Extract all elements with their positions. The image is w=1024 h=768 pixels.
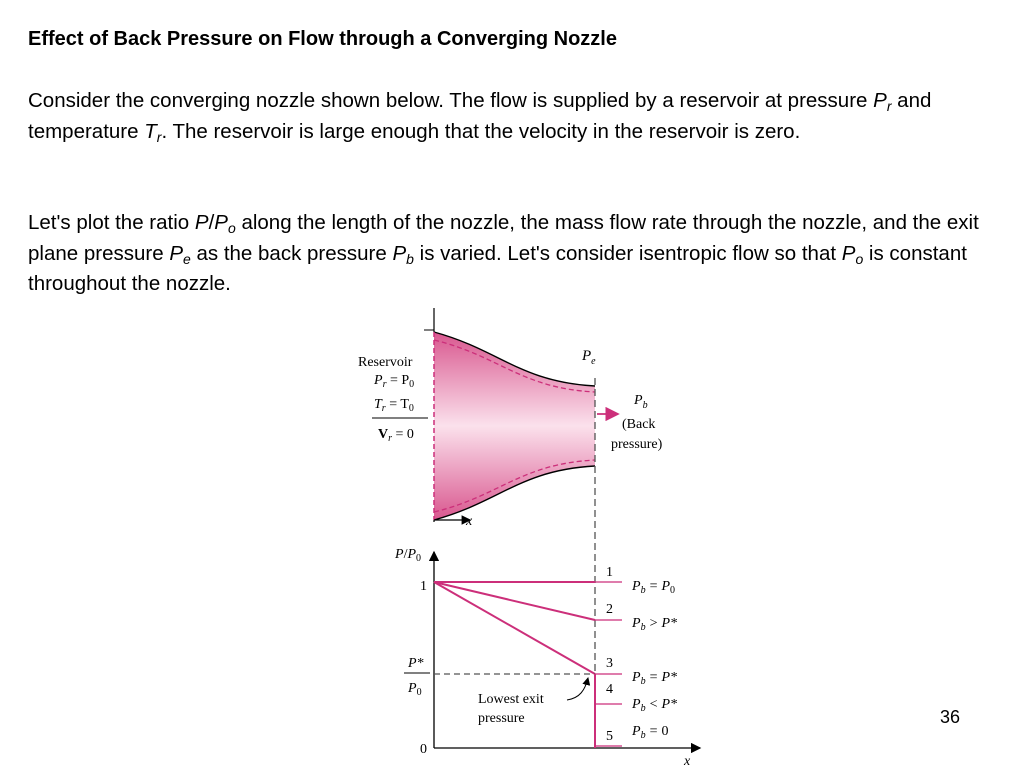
svg-text:Pb=P*: Pb=P* — [631, 670, 677, 687]
reservoir-velocity: Vr = 0 — [378, 427, 414, 444]
intro-paragraph: Consider the converging nozzle shown bel… — [28, 89, 932, 145]
plot-pstar-den: P0 — [407, 681, 422, 698]
nozzle-lower-wall — [433, 465, 596, 521]
lowest-exit-arrow — [566, 677, 591, 701]
case-label-4: 4 Pb<P* — [606, 682, 677, 714]
svg-text:1: 1 — [606, 565, 613, 580]
plot-paragraph: Let's plot the ratio P/Po along the leng… — [28, 211, 979, 295]
nozzle-inner-dash-lower — [433, 459, 596, 513]
reservoir-label: Reservoir — [358, 355, 413, 370]
nozzle-inner-dash-upper — [433, 339, 596, 393]
plot-x-label: x — [683, 754, 691, 768]
svg-text:Pb>P*: Pb>P* — [631, 616, 677, 633]
nozzle-x-label: x — [465, 514, 473, 529]
svg-text:2: 2 — [606, 602, 613, 617]
plot-y-tick-0: 0 — [420, 742, 427, 757]
annotation-line-1: Lowest exit — [478, 692, 544, 707]
back-pressure-text-1: (Back — [622, 417, 655, 432]
plot-y-label: P/P0 — [394, 547, 421, 564]
nozzle-upper-wall — [433, 331, 596, 387]
plot-pstar-num: P* — [407, 656, 424, 671]
svg-text:Pb<P*: Pb<P* — [631, 697, 677, 714]
plot-y-tick-1: 1 — [420, 579, 427, 594]
svg-text:5: 5 — [606, 729, 613, 744]
nozzle-flow-region — [434, 332, 595, 520]
case-3-curve — [433, 581, 596, 675]
case-label-1: 1 Pb=P0 — [606, 565, 675, 596]
svg-text:4: 4 — [606, 682, 613, 697]
exit-pressure-label: Pe — [581, 348, 596, 367]
back-pressure-symbol: Pb — [633, 393, 648, 411]
svg-text:3: 3 — [606, 656, 613, 671]
annotation-line-2: pressure — [478, 711, 525, 726]
case-label-2: 2 Pb>P* — [606, 602, 677, 633]
back-pressure-text-2: pressure) — [611, 437, 663, 452]
case-2-curve — [433, 581, 596, 621]
reservoir-pressure: Pr = P0 — [373, 373, 414, 390]
reservoir-temperature: Tr = T0 — [374, 397, 414, 414]
page-number: 36 — [940, 707, 961, 727]
case-label-5: 5 Pb=0 — [606, 724, 668, 744]
case-label-3: 3 Pb=P* — [606, 656, 677, 687]
slide-title: Effect of Back Pressure on Flow through … — [28, 28, 617, 50]
svg-text:Pb=P0: Pb=P0 — [631, 579, 675, 596]
svg-text:Pb=0: Pb=0 — [631, 724, 668, 741]
